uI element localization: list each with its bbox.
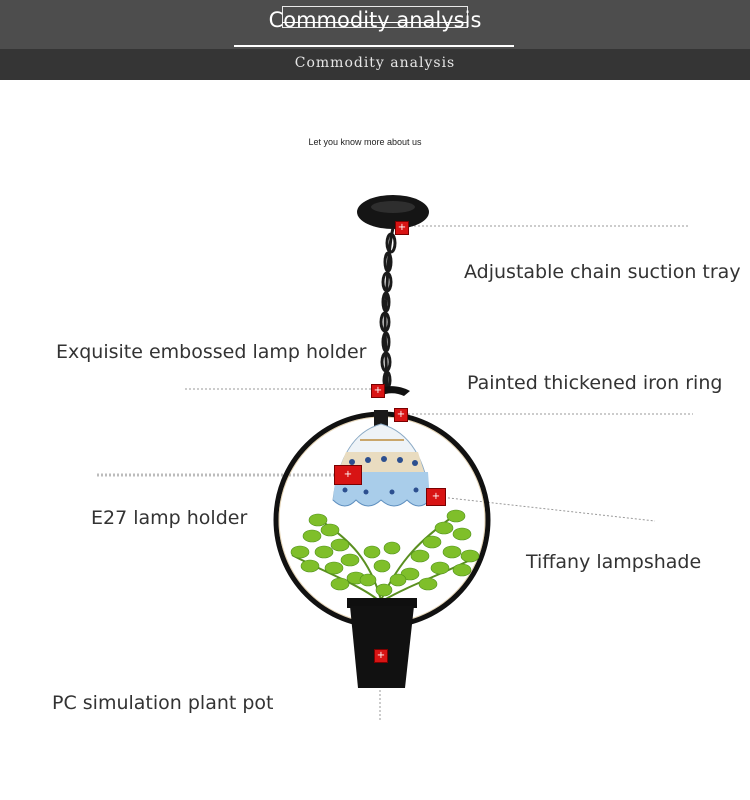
label-plant-pot: PC simulation plant pot: [52, 692, 274, 714]
label-iron-ring: Painted thickened iron ring: [467, 372, 723, 394]
label-lampshade: Tiffany lampshade: [526, 551, 702, 573]
simulation-plants: [290, 509, 480, 601]
page-title: Commodity analysis: [268, 8, 482, 32]
page-subtitle: Commodity analysis: [294, 55, 456, 71]
hotspot-iron-ring[interactable]: +: [394, 408, 408, 422]
title-strike-line: [282, 22, 468, 23]
label-embossed-holder: Exquisite embossed lamp holder: [56, 341, 367, 363]
subheader-band: [0, 49, 750, 80]
tagline: Let you know more about us: [308, 137, 422, 147]
hotspot-plant-pot[interactable]: +: [374, 649, 388, 663]
hotspot-lampshade[interactable]: +: [426, 488, 446, 506]
leader-lines: [185, 225, 693, 722]
title-underline: [234, 45, 514, 47]
hotspot-embossed-holder[interactable]: +: [371, 384, 385, 398]
label-e27-holder: E27 lamp holder: [91, 507, 248, 529]
chain: [379, 227, 397, 390]
title-frame: [282, 6, 468, 28]
lamp-cap: [374, 410, 388, 426]
leader-line-lampshade: [439, 496, 656, 522]
plant-pot: [347, 598, 417, 688]
hotspot-chain-tray[interactable]: +: [395, 221, 409, 235]
label-chain-tray: Adjustable chain suction tray: [464, 261, 741, 283]
hotspot-e27-holder[interactable]: +: [334, 465, 362, 485]
